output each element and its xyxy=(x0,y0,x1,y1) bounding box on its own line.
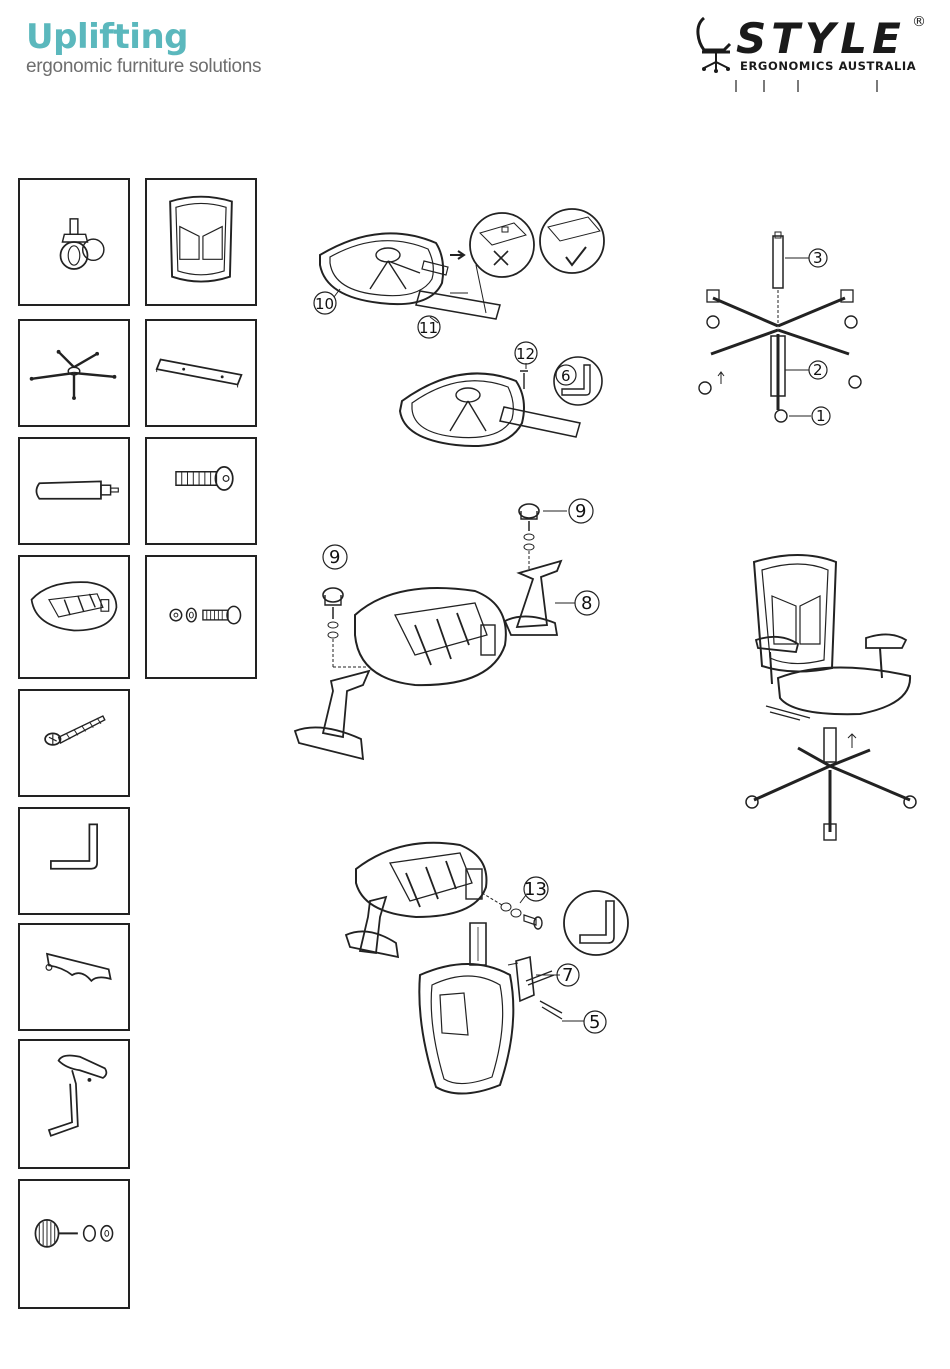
gas-lift-icon xyxy=(20,439,128,543)
style-wordmark: STYLE xyxy=(736,14,906,63)
armrest-icon xyxy=(20,1041,128,1167)
callout-1: 1 xyxy=(816,407,826,425)
callout-11: 11 xyxy=(419,319,438,337)
part-seat-mechanism xyxy=(18,555,130,679)
style-subtitle: ERGONOMICS AUSTRALIA xyxy=(740,59,916,73)
allen-key-icon xyxy=(20,809,128,913)
callout-9-left: 9 xyxy=(329,547,340,568)
callout-3: 3 xyxy=(813,249,823,267)
brand-logo: Uplifting ergonomic furniture solutions xyxy=(26,18,261,78)
callout-10: 10 xyxy=(315,295,334,313)
five-star-base-icon xyxy=(20,321,128,425)
part-bracket-plate xyxy=(145,319,257,427)
brand-name: Uplifting xyxy=(26,18,261,56)
part-bolt xyxy=(145,437,257,545)
logo-tick-marks xyxy=(690,78,930,94)
part-gas-lift xyxy=(18,437,130,545)
washer-bolt-set-icon xyxy=(147,557,255,677)
brand-tagline: ergonomic furniture solutions xyxy=(26,56,261,78)
registered-mark: ® xyxy=(912,14,926,30)
callout-2: 2 xyxy=(813,361,823,379)
part-wood-screw xyxy=(18,689,130,797)
part-washer-bolt-set xyxy=(145,555,257,679)
style-ergonomics-logo: STYLE ® ERGONOMICS AUSTRALIA xyxy=(690,12,930,94)
step-final-chair xyxy=(740,548,920,848)
part-back-cover xyxy=(18,923,130,1031)
seat-mechanism-icon xyxy=(20,557,128,677)
backrest-attach-diagram: 13 7 5 xyxy=(340,825,640,1105)
step-backrest-attach: 13 7 5 xyxy=(340,825,640,1105)
part-caster xyxy=(18,178,130,306)
step-armrest-assembly: 9 8 9 xyxy=(285,495,605,775)
callout-8: 8 xyxy=(581,593,592,614)
knob-set-icon xyxy=(20,1181,128,1307)
back-cover-icon xyxy=(20,925,128,1029)
callout-9-right: 9 xyxy=(575,501,586,522)
step-backrest-plate: 10 11 12 6 xyxy=(300,205,620,465)
callout-5: 5 xyxy=(589,1012,600,1033)
part-five-star-base xyxy=(18,319,130,427)
callout-7: 7 xyxy=(562,965,573,986)
chair-logo-icon xyxy=(690,12,740,76)
part-knob-set xyxy=(18,1179,130,1309)
flat-bracket-plate-icon xyxy=(147,321,255,425)
caster-icon xyxy=(20,180,128,304)
step-base-assembly: 3 2 1 xyxy=(685,230,875,430)
complete-chair-icon xyxy=(740,548,920,848)
callout-12: 12 xyxy=(516,345,535,363)
armrest-assembly-diagram: 9 8 9 xyxy=(285,495,605,775)
bolt-icon xyxy=(147,439,255,543)
callout-6: 6 xyxy=(561,367,571,385)
base-assembly-diagram: 3 2 1 xyxy=(685,230,875,430)
part-armrest xyxy=(18,1039,130,1169)
backrest-plate-diagram: 10 11 12 6 xyxy=(300,205,620,465)
part-mesh-backrest xyxy=(145,178,257,306)
wood-screw-icon xyxy=(20,691,128,795)
part-allen-key xyxy=(18,807,130,915)
callout-13: 13 xyxy=(524,879,547,900)
mesh-backrest-icon xyxy=(147,180,255,304)
